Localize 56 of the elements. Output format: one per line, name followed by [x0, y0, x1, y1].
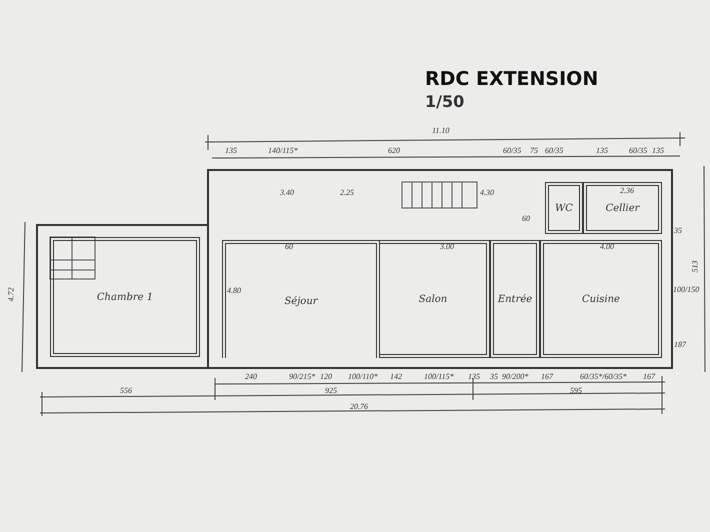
dimension-label: 556 [120, 386, 132, 395]
room-name: WC [555, 202, 573, 214]
dimension-label: 4.80 [227, 286, 241, 295]
dimension-label: 35 [490, 372, 498, 381]
room-name: Cellier [606, 202, 640, 214]
room-name: Entrée [498, 294, 532, 304]
room-name: Salon [418, 294, 448, 304]
dimension-label: 142 [390, 372, 402, 381]
dimension-label: 90/215* [289, 372, 316, 381]
room-area [380, 240, 490, 358]
room-area [545, 182, 583, 234]
dimension-label: 2.25 [340, 188, 354, 197]
dimension-label: 2.36 [620, 186, 634, 195]
dimension-label: 120 [320, 372, 332, 381]
dimension-label: 620 [388, 146, 400, 155]
room-name: Chambre 1 [96, 292, 154, 302]
dimension-label: 60/35*/60/35* [580, 372, 627, 381]
room-name: Cuisine [582, 294, 620, 304]
dimension-label: 11.10 [432, 126, 450, 135]
dimension-label: 140/115* [268, 146, 298, 155]
dimension-label: 100/110* [348, 372, 378, 381]
dimension-label: 4.30 [480, 188, 494, 197]
dimension-label: 135 [652, 146, 664, 155]
dimension-label: 167 [643, 372, 655, 381]
room-name: Séjour [284, 296, 318, 306]
dimension-label: 4.00 [600, 242, 614, 251]
plan-title: RDC EXTENSION [425, 68, 598, 90]
room-area [583, 182, 662, 234]
dimension-label: 4.72 [6, 288, 16, 302]
dimension-label: 100/150 [673, 285, 700, 294]
room-area [222, 240, 380, 358]
dimension-label: 135 [225, 146, 237, 155]
dimension-label: 595 [570, 386, 582, 395]
dimension-label: 60/35 [545, 146, 564, 155]
dimension-label: 135 [596, 146, 608, 155]
dimension-label: 60 [285, 242, 293, 251]
dimension-label: 60/35 [629, 146, 648, 155]
dimension-label: 35 [674, 226, 682, 235]
dimension-label: 75 [530, 146, 538, 155]
dimension-label: 187 [674, 340, 686, 349]
scale-label: 1/50 [425, 92, 464, 111]
dimension-label: 925 [325, 386, 337, 395]
dimension-label: 100/115* [424, 372, 454, 381]
room-area [50, 237, 200, 357]
dimension-label: 60 [522, 214, 530, 223]
dimension-label: 3.00 [440, 242, 454, 251]
room-area [540, 240, 662, 358]
dimension-label: 90/200* [502, 372, 528, 381]
dimension-label: 167 [541, 372, 553, 381]
dimension-label: 513 [690, 260, 700, 272]
dimension-label: 60/35 [503, 146, 522, 155]
room-area [490, 240, 540, 358]
dimension-label: 135 [468, 372, 480, 381]
dimension-label: 20.76 [350, 402, 368, 411]
dimension-label: 3.40 [280, 188, 294, 197]
dimension-label: 240 [245, 372, 257, 381]
